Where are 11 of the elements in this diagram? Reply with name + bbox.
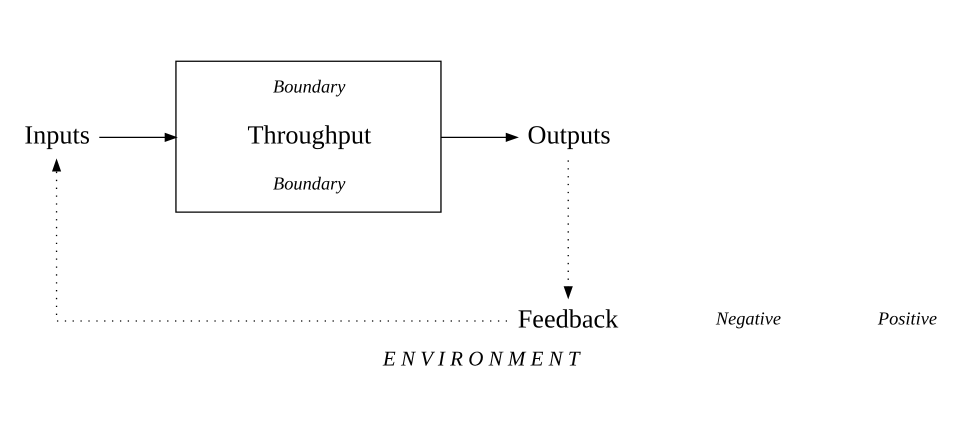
caption: E N V I R O N M E N T <box>382 346 580 370</box>
node-text: Outputs <box>528 120 611 149</box>
arrow <box>99 132 178 142</box>
arrow <box>52 158 508 322</box>
label: Negative <box>716 308 782 328</box>
arrow <box>564 160 573 299</box>
node-text: Feedback <box>518 304 618 334</box>
label: Positive <box>878 308 938 328</box>
node-box: Boundary Throughput Boundary <box>175 60 442 212</box>
arrow <box>441 132 519 142</box>
node-text: Inputs <box>24 120 90 149</box>
